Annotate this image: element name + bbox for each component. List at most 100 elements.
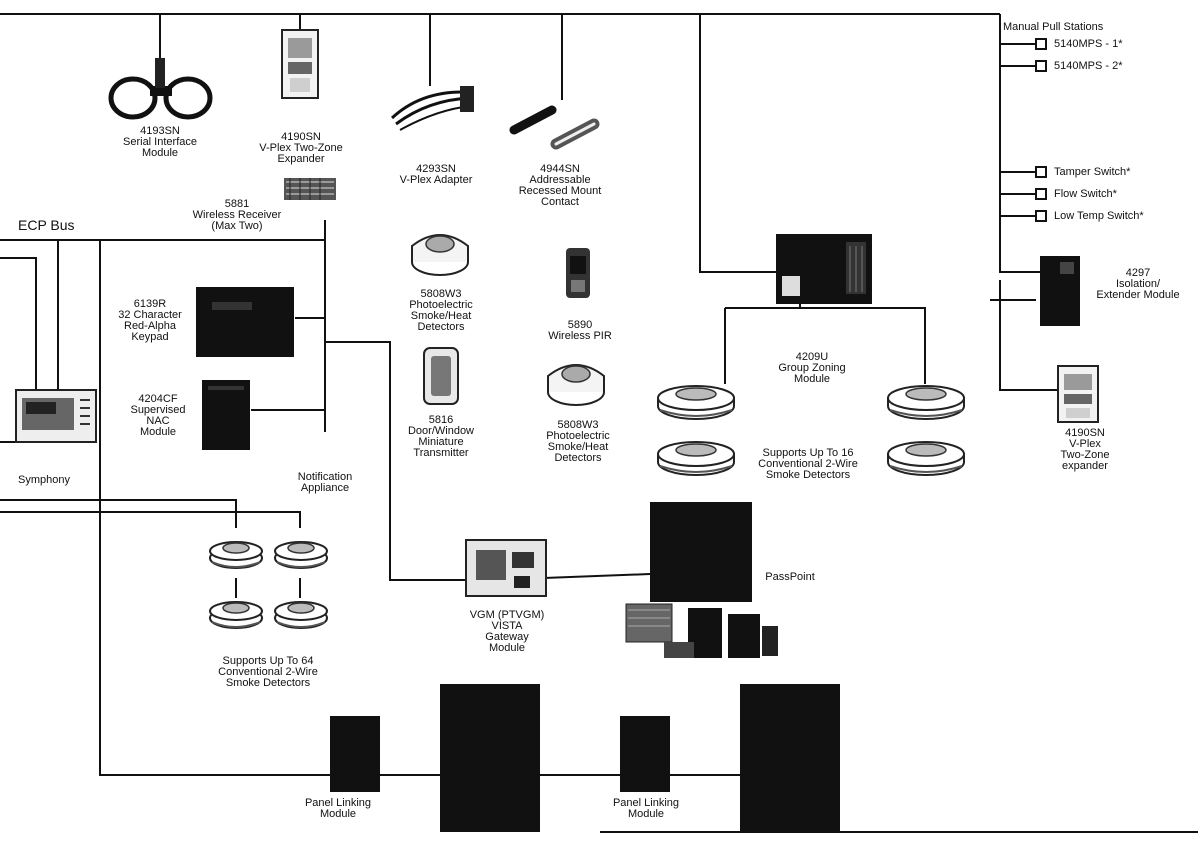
ecp-bus-label: ECP Bus <box>18 217 75 233</box>
model-number: 6139R <box>133 298 167 310</box>
pull-station-label: 5140MPS - 2* <box>1054 60 1123 72</box>
label-4944sn: 4944SN Addressable Recessed Mount Contac… <box>519 164 602 208</box>
model-number: 5808W3 <box>420 288 462 300</box>
manual-pull-title: Manual Pull Stations <box>1003 21 1104 33</box>
label-4297: 4297 Isolation/ Extender Module <box>1096 268 1179 301</box>
label-line: Supports Up To 64 <box>222 655 314 667</box>
panel-linking-module-icon <box>620 716 670 792</box>
label-line: Module <box>627 808 665 820</box>
label-symphony: Symphony <box>18 475 70 486</box>
label-line: V-Plex <box>1069 438 1101 450</box>
label-5808w3-a: 5808W3 Photoelectric Smoke/Heat Detector… <box>409 289 473 333</box>
model-number: 4204CF <box>138 393 178 405</box>
label-line: Detectors <box>417 321 465 333</box>
conventional-detector-icon <box>274 541 328 569</box>
label-5890: 5890 Wireless PIR <box>548 320 612 342</box>
conventional-detector-icon <box>209 541 263 569</box>
label-line: Recessed Mount <box>518 185 602 197</box>
label-line: Addressable <box>529 174 591 186</box>
label-line: Gateway <box>485 631 529 643</box>
label-line: Smoke Detectors <box>765 469 851 481</box>
conventional-detector-icon <box>274 601 328 629</box>
label-line: V-Plex Adapter <box>399 174 473 186</box>
switch-icon <box>1035 210 1047 222</box>
recessed-contact-icon <box>509 105 600 150</box>
switch-icon <box>1035 188 1047 200</box>
label-4209u: 4209U Group Zoning Module <box>778 352 845 385</box>
vista-gateway-module-icon <box>465 539 547 597</box>
group-zoning-module-icon <box>776 234 872 304</box>
label-line: Photoelectric <box>409 299 473 311</box>
label-4293sn: 4293SN V-Plex Adapter <box>400 164 473 186</box>
label-line: Module <box>141 147 179 159</box>
model-number: 5890 <box>567 319 593 331</box>
label-passpoint: PassPoint <box>765 572 815 583</box>
vplex-expander-icon <box>281 29 319 99</box>
label-line: Wireless Receiver <box>192 209 282 221</box>
label-supports-64: Supports Up To 64 Conventional 2-Wire Sm… <box>218 656 318 689</box>
label-line: Conventional 2-Wire <box>758 458 858 470</box>
control-panel-icon <box>440 684 540 832</box>
label-6139r: 6139R 32 Character Red-Alpha Keypad <box>118 299 182 343</box>
label-line: Module <box>488 642 526 654</box>
model-number: 5881 <box>224 198 250 210</box>
label-panel-linking-1: Panel Linking Module <box>305 798 371 820</box>
symphony-icon <box>15 389 97 443</box>
label-line: Module <box>139 426 177 438</box>
vplex-adapter-icon <box>390 86 474 131</box>
label-line: NAC <box>146 415 170 427</box>
label-line: VISTA <box>491 620 523 632</box>
conventional-detector-icon <box>887 385 965 420</box>
model-number: 4190SN <box>281 131 321 143</box>
wireless-receiver-icon <box>284 178 336 200</box>
smoke-heat-detector-icon <box>411 234 469 276</box>
switch-icon <box>1035 166 1047 178</box>
label-5881: 5881 Wireless Receiver (Max Two) <box>193 199 282 232</box>
label-4190sn-right: 4190SN V-Plex Two-Zone expander <box>1061 428 1110 472</box>
pull-station-icon <box>1035 38 1047 50</box>
label-line: Photoelectric <box>546 430 610 442</box>
label-line: Notification <box>297 471 353 483</box>
label-line: 32 Character <box>118 309 182 321</box>
label-line: Group Zoning <box>778 362 846 374</box>
vplex-expander-icon <box>1057 365 1099 423</box>
label-line: Serial Interface <box>123 136 197 148</box>
model-number: 5816 <box>428 414 454 426</box>
label-line: Contact <box>541 196 579 208</box>
model-number: 4944SN <box>540 163 580 175</box>
label-line: Conventional 2-Wire <box>218 666 318 678</box>
label-5808w3-b: 5808W3 Photoelectric Smoke/Heat Detector… <box>546 420 610 464</box>
isolation-module-icon <box>1040 256 1080 326</box>
label-line: Wireless PIR <box>548 330 612 342</box>
label-line: Two-Zone <box>1060 449 1110 461</box>
door-window-transmitter-icon <box>423 347 459 405</box>
model-number: 4190SN <box>1065 427 1105 439</box>
label-4193sn: 4193SN Serial Interface Module <box>123 126 197 159</box>
label-line: expander <box>1062 460 1108 472</box>
label-line: Panel Linking <box>304 797 372 809</box>
conventional-detector-icon <box>887 441 965 476</box>
switch-label: Low Temp Switch* <box>1054 210 1144 222</box>
model-number: VGM (PTVGM) <box>469 609 545 621</box>
wireless-pir-icon <box>566 248 590 298</box>
label-line: Smoke Detectors <box>225 677 311 689</box>
label-line: Supervised <box>130 404 186 416</box>
model-number: 4293SN <box>416 163 456 175</box>
pull-station-label: 5140MPS - 1* <box>1054 38 1123 50</box>
passpoint-icon <box>625 502 778 658</box>
panel-linking-module-icon <box>330 716 380 792</box>
label-line: Transmitter <box>413 447 469 459</box>
label-line: Detectors <box>554 452 602 464</box>
label-line: Appliance <box>300 482 350 494</box>
label-panel-linking-2: Panel Linking Module <box>613 798 679 820</box>
model-number: 4297 <box>1125 267 1151 279</box>
label-line: Supports Up To 16 <box>762 447 854 459</box>
label-4204cf: 4204CF Supervised NAC Module <box>130 394 185 438</box>
model-number: 4209U <box>795 351 829 363</box>
label-line: Smoke/Heat <box>410 310 472 322</box>
nac-module-icon <box>202 380 250 450</box>
label-line: Module <box>793 373 831 385</box>
label-line: Red-Alpha <box>124 320 176 332</box>
conventional-detector-icon <box>657 385 735 420</box>
